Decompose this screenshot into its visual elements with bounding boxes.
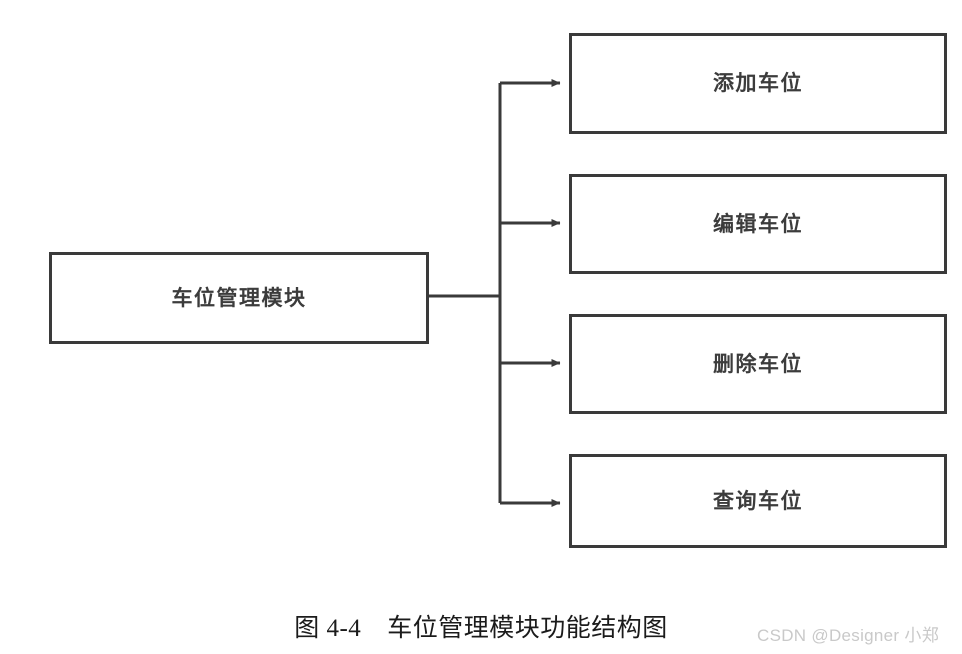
figure-caption-title: 车位管理模块功能结构图 bbox=[387, 615, 668, 642]
node-delete-parking-space: 删除车位 bbox=[569, 314, 947, 414]
node-label: 车位管理模块 bbox=[171, 286, 307, 310]
node-label: 添加车位 bbox=[713, 72, 803, 95]
watermark: CSDN @Designer 小郑 bbox=[757, 626, 940, 645]
node-query-parking-space: 查询车位 bbox=[569, 454, 947, 548]
figure-caption: 图 4-4 车位管理模块功能结构图 bbox=[0, 608, 962, 644]
node-add-parking-space: 添加车位 bbox=[569, 33, 947, 134]
node-label: 编辑车位 bbox=[713, 212, 803, 236]
node-label: 删除车位 bbox=[713, 352, 803, 376]
node-label: 查询车位 bbox=[713, 489, 803, 513]
node-parking-management-module: 车位管理模块 bbox=[49, 252, 429, 344]
figure-caption-number: 图 4-4 bbox=[294, 615, 362, 642]
node-edit-parking-space: 编辑车位 bbox=[569, 174, 947, 274]
